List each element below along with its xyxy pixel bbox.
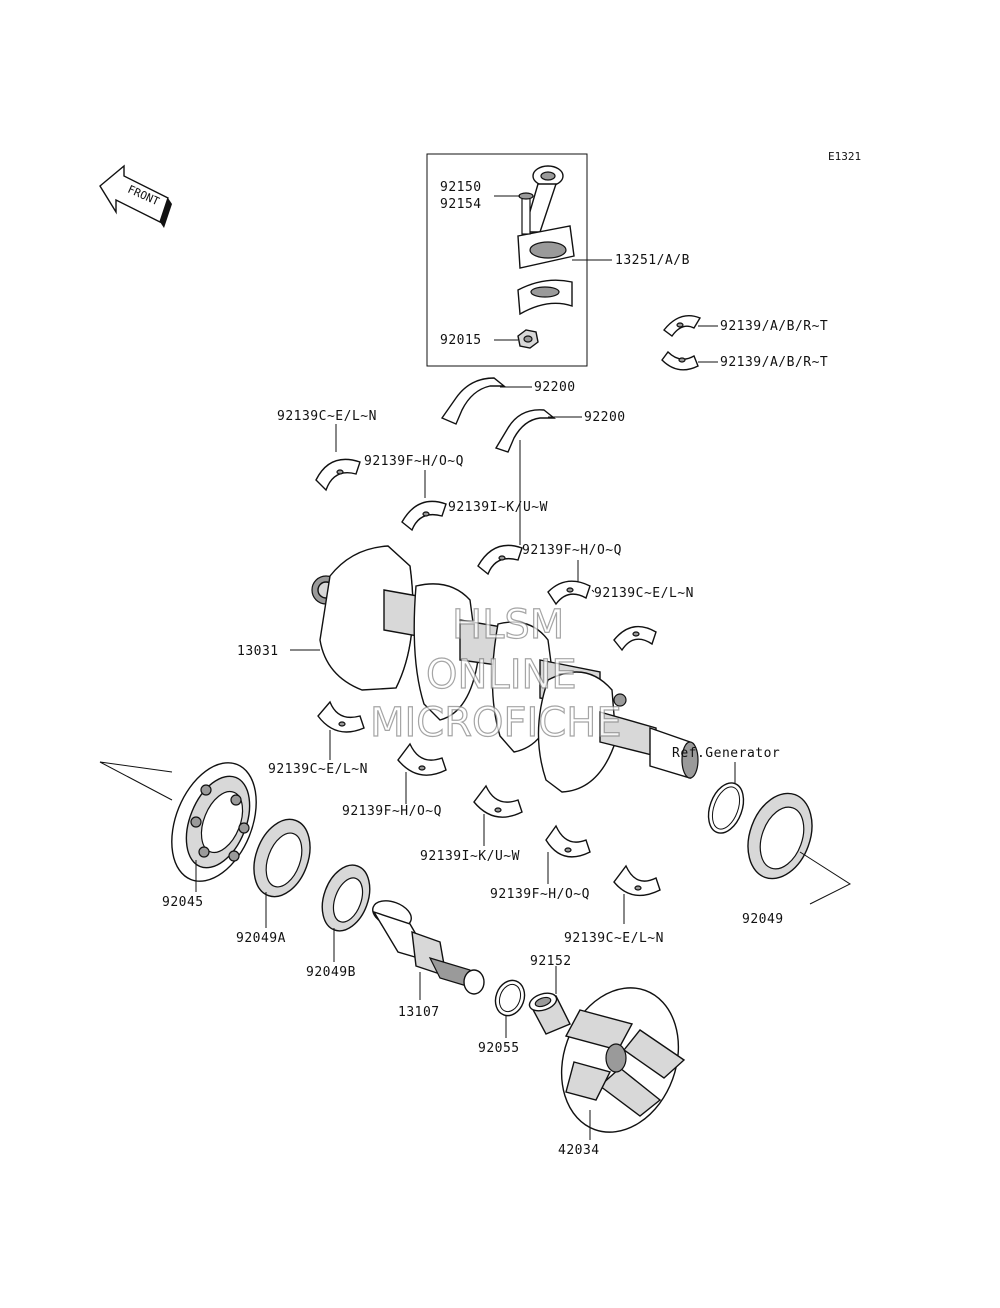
- label-13251: 13251/A/B: [615, 253, 690, 268]
- collar-icon: [528, 992, 571, 1035]
- bearing-shell-icon: [397, 742, 447, 776]
- connecting-rod-icon: [517, 165, 575, 269]
- bearing-shell-icon: [315, 458, 361, 492]
- thrust-washer-icon: [440, 377, 506, 425]
- drive-shaft-icon: [372, 900, 485, 995]
- impeller-icon: [560, 987, 686, 1133]
- label-92139-fhoq-2: 92139F~H/O~Q: [522, 543, 622, 558]
- label-92139-ikuw-2: 92139I~K/U~W: [420, 849, 520, 864]
- label-92139-fhoq-4: 92139F~H/O~Q: [490, 887, 590, 902]
- label-92045: 92045: [162, 895, 204, 910]
- oil-seal-icon: [747, 792, 813, 880]
- label-13107: 13107: [398, 1005, 440, 1020]
- bearing-shell-icon: [547, 580, 591, 606]
- rod-cap-icon: [517, 279, 573, 316]
- bearing-shell-icon: [613, 625, 657, 652]
- label-92139-fhoq-3: 92139F~H/O~Q: [342, 804, 442, 819]
- watermark-line-1: HLSM: [452, 602, 564, 648]
- oil-seal-icon: [321, 864, 371, 932]
- bearing-shell-icon: [473, 784, 523, 818]
- label-92139-cen-3: 92139C~E/L~N: [268, 762, 368, 777]
- label-92139-fhoq-1: 92139F~H/O~Q: [364, 454, 464, 469]
- label-92139-a-1: 92139/A/B/R~T: [720, 319, 828, 334]
- label-92154: 92154: [440, 197, 482, 212]
- bearing-shell-icon: [317, 700, 365, 733]
- label-92200-2: 92200: [584, 410, 626, 425]
- bearing-shell-icon: [477, 544, 523, 576]
- label-13031: 13031: [237, 644, 279, 659]
- label-92049A: 92049A: [236, 931, 286, 946]
- nut-icon: [517, 329, 539, 349]
- ref-generator-label: Ref.Generator: [672, 746, 780, 761]
- label-92139-cen-1: 92139C~E/L~N: [277, 409, 377, 424]
- o-ring-icon: [707, 782, 745, 834]
- oil-seal-icon: [253, 818, 311, 898]
- o-ring-icon: [494, 979, 526, 1017]
- label-92139-a-2: 92139/A/B/R~T: [720, 355, 828, 370]
- ball-bearing-icon: [171, 762, 257, 882]
- label-92049: 92049: [742, 912, 784, 927]
- bearing-shell-icon: [663, 315, 702, 337]
- label-92139-ikuw-1: 92139I~K/U~W: [448, 500, 548, 515]
- watermark-line-3: MICROFICHE: [370, 700, 622, 746]
- label-92152: 92152: [530, 954, 572, 969]
- label-42034: 42034: [558, 1143, 600, 1158]
- watermark-line-2: ONLINE: [426, 652, 577, 698]
- thrust-washer-icon: [494, 409, 556, 453]
- label-92200-1: 92200: [534, 380, 576, 395]
- label-92150: 92150: [440, 180, 482, 195]
- crankshaft-icon: [311, 545, 699, 793]
- bearing-shell-icon: [401, 500, 447, 532]
- bearing-shell-icon: [661, 350, 699, 371]
- front-arrow-icon: FRONT: [99, 164, 172, 228]
- label-92015: 92015: [440, 333, 482, 348]
- label-92049B: 92049B: [306, 965, 356, 980]
- diagram-code: E1321: [828, 150, 861, 163]
- label-92139-cen-4: 92139C~E/L~N: [564, 931, 664, 946]
- label-92055: 92055: [478, 1041, 520, 1056]
- label-92139-cen-2: 92139C~E/L~N: [594, 586, 694, 601]
- bearing-shell-icon: [613, 864, 661, 897]
- bearing-shell-icon: [545, 824, 591, 858]
